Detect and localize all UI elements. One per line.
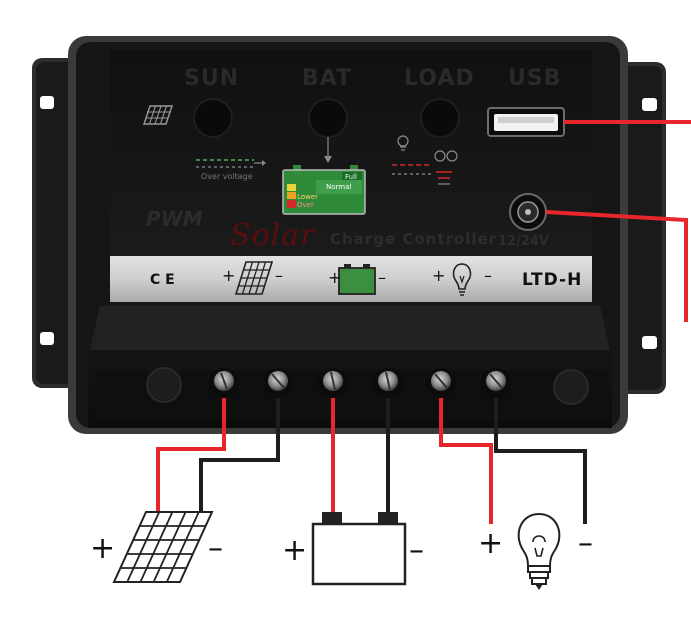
solar-plus-sign: + — [90, 531, 116, 566]
screw-solar-positive — [209, 368, 239, 398]
model-label: LTD-H — [522, 270, 583, 290]
bat-indicator-led — [308, 98, 348, 138]
mounting-hole-icon — [642, 98, 657, 111]
strip-load-minus: – — [484, 266, 492, 285]
dc-output-wire — [545, 210, 688, 322]
solar-negative-wire — [199, 398, 280, 512]
mounting-hole-icon — [40, 332, 54, 345]
load-status-icon — [392, 135, 458, 185]
load-indicator-led — [420, 98, 460, 138]
load-label: LOAD — [404, 66, 475, 91]
battery-level-lower: Lower — [297, 193, 318, 201]
strip-battery-minus: – — [378, 268, 386, 287]
mounting-hole-icon — [642, 336, 657, 349]
screw-battery-positive — [318, 368, 348, 398]
strip-solar-minus: – — [275, 266, 283, 285]
load-positive-wire — [439, 398, 493, 524]
battery-plus-sign: + — [282, 533, 308, 568]
strip-bulb-icon — [452, 263, 472, 296]
battery-status-icon — [282, 165, 366, 215]
sun-indicator-led — [193, 98, 233, 138]
pwm-label: PWM — [146, 207, 203, 231]
battery-level-over: Over — [297, 201, 314, 209]
usb-port[interactable] — [487, 107, 565, 137]
solar-panel-icon — [112, 511, 214, 583]
ce-mark: C E — [150, 272, 175, 288]
wiring — [156, 120, 691, 524]
product-name: Charge Controller — [330, 230, 498, 248]
load-negative-wire — [494, 398, 587, 524]
strip-solar-icon — [234, 261, 274, 295]
battery-icon — [311, 512, 407, 586]
battery-level-full: Full — [345, 173, 357, 181]
brand-solar-text: Solar — [230, 218, 316, 253]
screw-load-negative — [481, 368, 511, 398]
usb-label: USB — [508, 66, 562, 91]
battery-minus-sign: – — [409, 533, 424, 568]
screw-battery-negative — [373, 368, 403, 398]
front-panel — [110, 50, 592, 258]
mounting-hole-icon — [40, 96, 54, 109]
strip-solar-plus: + — [222, 266, 236, 285]
load-minus-sign: – — [578, 526, 593, 561]
strip-battery-plus: + — [328, 268, 342, 287]
terminal-screws — [146, 367, 589, 405]
overvoltage-label: Over voltage — [201, 172, 253, 181]
battery-level-normal: Normal — [326, 183, 352, 191]
voltage-label: 12/24V — [498, 234, 549, 249]
load-plus-sign: + — [478, 526, 504, 561]
bat-label: BAT — [302, 66, 353, 91]
strip-load-plus: + — [432, 266, 446, 285]
solar-positive-wire — [156, 398, 226, 512]
panel-solar-icon — [143, 105, 173, 125]
screw-solar-negative — [263, 368, 293, 398]
strip-battery-icon — [338, 264, 376, 295]
dc-power-jack[interactable] — [509, 193, 547, 231]
light-bulb-icon — [517, 512, 561, 590]
screw-load-positive — [426, 368, 456, 398]
sun-label: SUN — [184, 66, 240, 91]
solar-minus-sign: – — [208, 531, 223, 566]
overvoltage-indicator — [196, 159, 266, 168]
